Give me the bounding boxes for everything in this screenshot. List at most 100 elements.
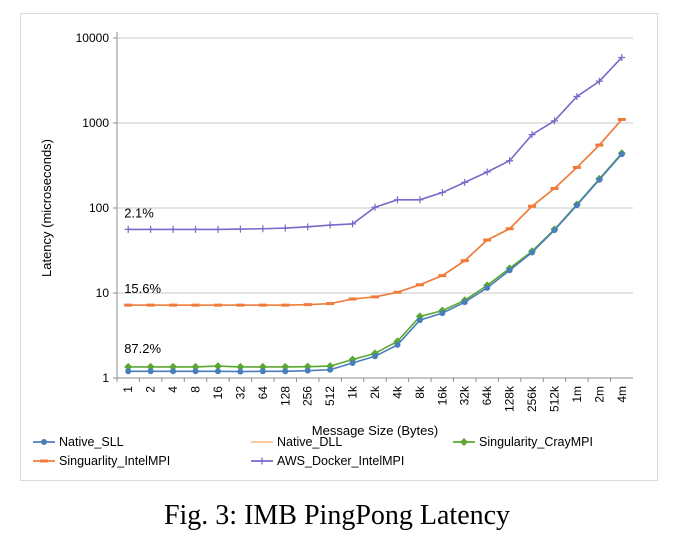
legend-marker <box>258 457 266 465</box>
data-point <box>124 225 132 233</box>
x-tick-label: 16 <box>211 386 225 400</box>
legend-marker <box>40 459 48 463</box>
data-point <box>169 303 178 307</box>
x-tick-label: 32k <box>458 385 472 405</box>
data-point <box>529 249 536 256</box>
data-point <box>460 259 469 263</box>
data-point <box>259 225 267 233</box>
x-tick-label: 1m <box>570 386 584 403</box>
x-tick-label: 512k <box>547 385 561 412</box>
data-point <box>371 295 379 299</box>
data-point <box>416 317 423 324</box>
data-point <box>572 165 581 169</box>
legend-marker <box>41 439 47 445</box>
x-tick-label: 16k <box>435 385 449 405</box>
legend-label: Singuarlity_IntelMPI <box>59 454 170 468</box>
series-line <box>128 153 623 373</box>
data-point <box>258 362 267 371</box>
data-point <box>191 303 200 307</box>
data-point <box>169 362 178 371</box>
data-point <box>146 362 155 371</box>
x-tick-label: 1 <box>121 386 135 393</box>
x-tick-label: 2m <box>592 386 606 403</box>
data-point <box>439 310 446 317</box>
data-point <box>528 131 536 139</box>
data-point <box>595 143 604 147</box>
data-point <box>303 303 312 307</box>
data-point <box>595 77 603 85</box>
data-point <box>214 368 221 375</box>
data-point <box>326 302 335 306</box>
series-line <box>128 56 623 231</box>
series-singularity-craympi <box>124 149 626 371</box>
data-point <box>394 341 401 348</box>
data-point <box>281 303 290 307</box>
data-point <box>550 186 559 190</box>
series-native-sll <box>125 151 625 375</box>
data-point <box>147 368 154 375</box>
legend-marker <box>460 438 468 446</box>
y-tick-label: 100 <box>89 201 109 215</box>
figure-caption: Fig. 3: IMB PingPong Latency <box>163 500 511 531</box>
data-point <box>617 117 626 121</box>
data-point <box>258 303 267 307</box>
x-tick-label: 256 <box>301 386 315 406</box>
data-point <box>236 225 244 233</box>
data-point <box>327 366 334 373</box>
series-native-dll <box>128 118 623 306</box>
legend-label: Native_DLL <box>277 435 342 449</box>
x-tick-label: 512 <box>323 386 337 406</box>
data-point <box>372 353 378 360</box>
gridlines <box>117 37 633 294</box>
y-tick-label: 1000 <box>82 116 109 130</box>
annotation-native: 87.2% <box>124 341 161 356</box>
legend-item-singularity-craympi: Singularity_CrayMPI <box>453 435 593 449</box>
legend-item-native-sll: Native_SLL <box>33 435 124 449</box>
x-tick-label: 64k <box>480 385 494 405</box>
data-point <box>371 203 379 211</box>
data-point <box>461 178 469 186</box>
x-tick-label: 8 <box>189 386 203 393</box>
x-tick-label: 4k <box>390 385 404 399</box>
data-point <box>213 362 222 371</box>
legend-label: Singularity_CrayMPI <box>479 435 593 449</box>
data-point <box>550 117 558 125</box>
annotation-singularity-intel: 15.6% <box>124 281 161 296</box>
data-point <box>416 196 424 204</box>
data-point <box>236 362 245 371</box>
data-point <box>551 227 558 234</box>
data-point <box>505 227 514 231</box>
y-tick-label: 1 <box>102 371 109 385</box>
x-tick-label: 4 <box>166 386 180 393</box>
data-point <box>438 189 446 197</box>
data-point <box>438 274 447 278</box>
x-tick-label: 4m <box>615 386 629 403</box>
data-point <box>596 176 603 183</box>
x-tick-label: 128 <box>278 386 292 406</box>
legend-item-aws-docker-intelmpi: AWS_Docker_IntelMPI <box>251 454 404 468</box>
data-point <box>326 221 334 229</box>
series-layer <box>124 53 626 375</box>
x-tick-label: 2k <box>368 385 382 399</box>
series-line <box>128 152 623 368</box>
data-point <box>506 267 513 274</box>
data-point <box>461 299 468 306</box>
data-point <box>618 151 625 158</box>
x-tick-label: 256k <box>525 385 539 412</box>
series-line <box>128 118 623 306</box>
legend-label: AWS_Docker_IntelMPI <box>277 454 404 468</box>
data-point <box>146 303 155 307</box>
data-point <box>214 225 222 233</box>
legend: Native_SLL Native_DLL Singularity_CrayMPI S… <box>33 435 593 468</box>
data-point <box>281 224 289 232</box>
data-point <box>192 225 200 233</box>
data-point <box>483 238 492 242</box>
data-point <box>192 368 199 375</box>
data-point <box>237 368 244 375</box>
data-point <box>348 297 357 301</box>
data-point <box>528 204 537 208</box>
data-point <box>125 368 132 375</box>
